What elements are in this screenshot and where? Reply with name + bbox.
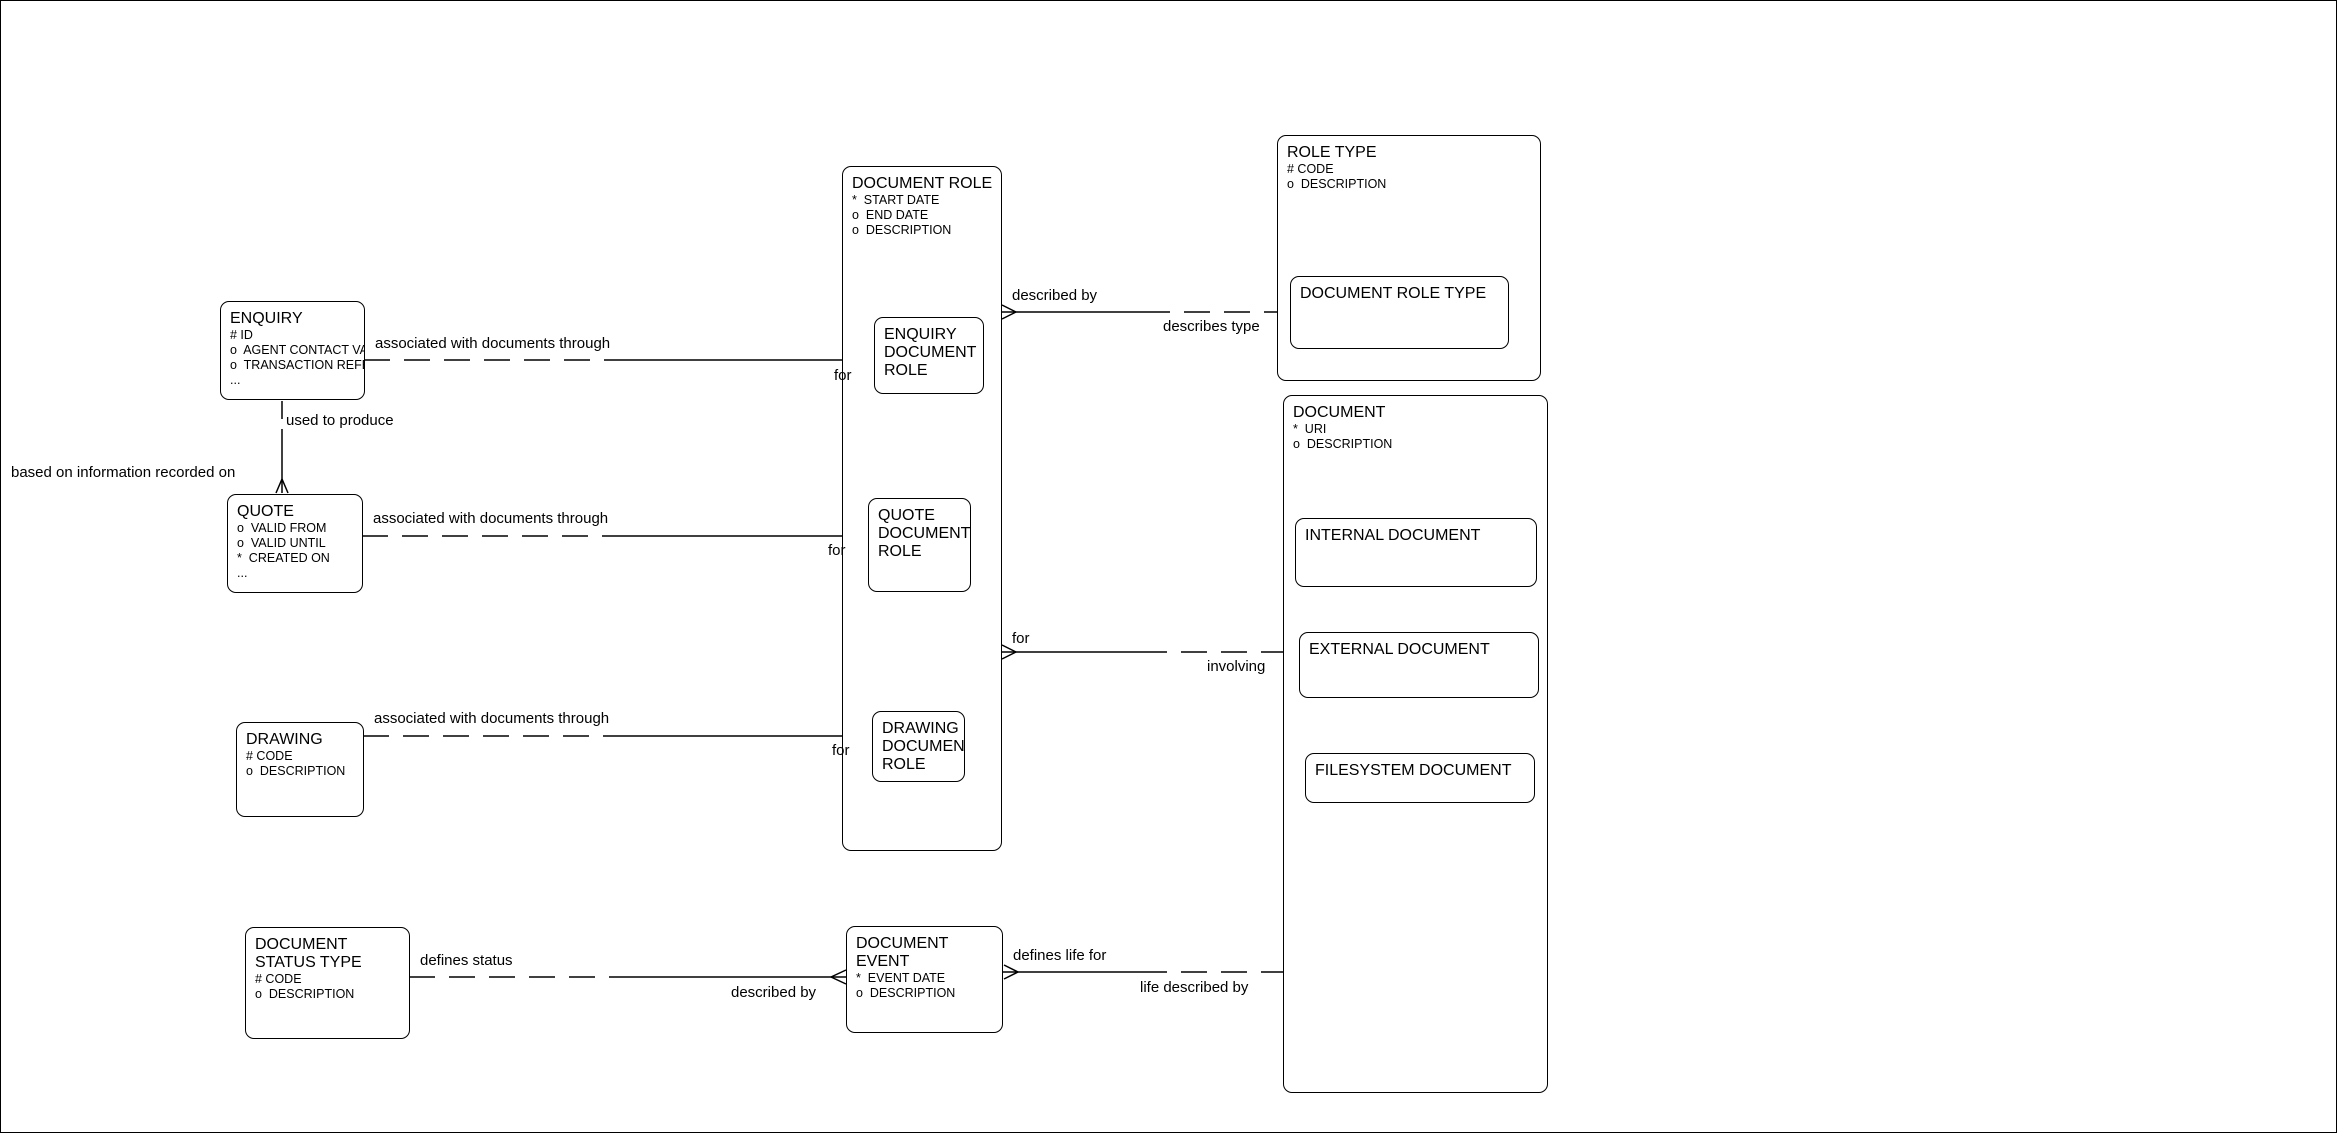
rel-end-label: involving <box>1207 658 1266 675</box>
rel-end-label: for <box>834 367 852 384</box>
entity-external-document[interactable]: EXTERNAL DOCUMENT <box>1299 632 1539 698</box>
rel-end-label: based on information recorded on <box>11 464 236 481</box>
rel-end-label: describes type <box>1163 318 1260 335</box>
rel-end-label: for <box>832 742 850 759</box>
entity-title: QUOTE <box>237 503 294 520</box>
entity-title: DOCUMENT ROLE <box>852 175 993 192</box>
entity-attribute: # ID <box>230 328 253 342</box>
rel-label: used to produce <box>286 412 394 429</box>
rel-enquiry-quote-line <box>275 401 289 494</box>
entity-attribute: o AGENT CONTACT VALUE <box>230 343 364 357</box>
entity-attribute: * CREATED ON <box>237 551 330 565</box>
entity-title: INTERNAL DOCUMENT <box>1305 527 1481 544</box>
entity-title: DOCUMENT ROLE TYPE <box>1300 285 1487 302</box>
entity-filesystem-document[interactable]: FILESYSTEM DOCUMENT <box>1305 753 1535 803</box>
entity-document[interactable]: DOCUMENT * URI o DESCRIPTION <box>1283 395 1548 1093</box>
entity-attribute: # CODE <box>255 972 302 986</box>
entity-attribute: ... <box>230 373 241 387</box>
rel-event-document-line <box>1003 964 1283 980</box>
entity-enquiry[interactable]: ENQUIRY # ID o AGENT CONTACT VALUE o TRA… <box>220 301 365 400</box>
entity-attribute: o END DATE <box>852 208 929 222</box>
rel-label: described by <box>1012 287 1098 304</box>
entity-attribute: * URI <box>1293 422 1327 436</box>
entity-attribute: # CODE <box>246 749 293 763</box>
entity-title: ENQUIRY <box>230 310 303 327</box>
rel-label: defines status <box>420 952 513 969</box>
entity-title: EXTERNAL DOCUMENT <box>1309 641 1490 658</box>
rel-end-label: described by <box>731 984 817 1001</box>
entity-title: DOCUMENT EVENT <box>856 935 949 970</box>
entity-quote-document-role[interactable]: QUOTE DOCUMENT ROLE <box>868 498 971 592</box>
rel-drawing-role-line <box>363 728 873 744</box>
entity-document-status-type[interactable]: DOCUMENT STATUS TYPE # CODE o DESCRIPTIO… <box>245 927 410 1039</box>
entity-drawing[interactable]: DRAWING # CODE o DESCRIPTION <box>236 722 364 817</box>
rel-enquiry-role-line <box>364 352 875 368</box>
rel-role-roletype-line <box>1001 304 1290 320</box>
entity-title: DRAWING DOCUMENT ROLE <box>882 720 965 773</box>
entity-attribute: * EVENT DATE <box>856 971 946 985</box>
entity-attribute: o DESCRIPTION <box>1293 437 1393 451</box>
rel-status-event-line <box>409 969 847 985</box>
rel-label: for <box>1012 630 1030 647</box>
entity-enquiry-document-role[interactable]: ENQUIRY DOCUMENT ROLE <box>874 317 984 394</box>
entity-title: DOCUMENT <box>1293 404 1386 421</box>
rel-end-label: for <box>828 542 846 559</box>
rel-label: associated with documents through <box>373 510 609 527</box>
entity-attribute: o DESCRIPTION <box>1287 177 1387 191</box>
entity-quote[interactable]: QUOTE o VALID FROM o VALID UNTIL * CREAT… <box>227 494 363 593</box>
entity-attribute: o TRANSACTION REFERENCE <box>230 358 364 372</box>
rel-label: associated with documents through <box>375 335 611 352</box>
entity-document-event[interactable]: DOCUMENT EVENT * EVENT DATE o DESCRIPTIO… <box>846 926 1003 1033</box>
entity-attribute: ... <box>237 566 248 580</box>
entity-attribute: o VALID FROM <box>237 521 327 535</box>
rel-end-label: life described by <box>1140 979 1249 996</box>
entity-attribute: o VALID UNTIL <box>237 536 326 550</box>
entity-title: QUOTE DOCUMENT ROLE <box>878 507 971 560</box>
entity-title: FILESYSTEM DOCUMENT <box>1315 762 1512 779</box>
entity-attribute: * START DATE <box>852 193 940 207</box>
entity-title: ENQUIRY DOCUMENT ROLE <box>884 326 977 379</box>
entity-attribute: o DESCRIPTION <box>852 223 952 237</box>
entity-attribute: o DESCRIPTION <box>246 764 346 778</box>
entity-attribute: # CODE <box>1287 162 1334 176</box>
rel-quote-role-line <box>362 528 869 544</box>
entity-title: ROLE TYPE <box>1287 144 1377 161</box>
rel-role-document-line <box>1001 644 1283 660</box>
entity-document-role-type[interactable]: DOCUMENT ROLE TYPE <box>1290 276 1509 349</box>
entity-title: DRAWING <box>246 731 323 748</box>
entity-attribute: o DESCRIPTION <box>856 986 956 1000</box>
rel-label: associated with documents through <box>374 710 610 727</box>
entity-title: DOCUMENT STATUS TYPE <box>255 936 362 971</box>
entity-attribute: o DESCRIPTION <box>255 987 355 1001</box>
entity-internal-document[interactable]: INTERNAL DOCUMENT <box>1295 518 1537 587</box>
entity-drawing-document-role[interactable]: DRAWING DOCUMENT ROLE <box>872 711 965 782</box>
rel-label: defines life for <box>1013 947 1107 964</box>
